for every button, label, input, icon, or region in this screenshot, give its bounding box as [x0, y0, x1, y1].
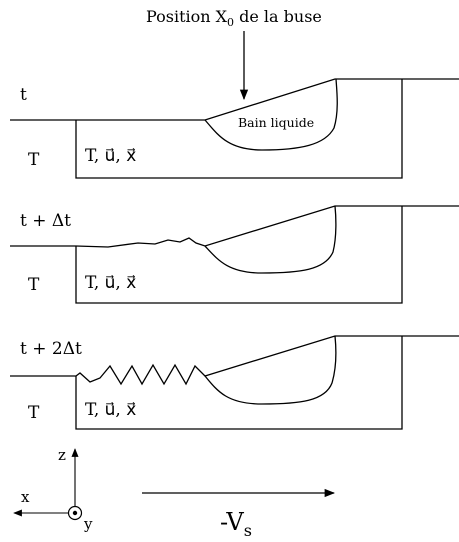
- velocity-label: -Vs: [220, 508, 252, 540]
- bath-label: Bain liquide: [238, 115, 314, 130]
- y-axis-dot: [73, 511, 77, 515]
- fields-label: T, u⃗, x⃗: [85, 146, 136, 166]
- surface-line: [10, 79, 459, 120]
- panel-time-label: t + 2Δt: [20, 339, 82, 359]
- region-label: T: [28, 275, 40, 295]
- region-label: T: [28, 403, 40, 423]
- panel-t-plus-2dt: t + 2Δt T T, u⃗, x⃗: [10, 336, 459, 429]
- z-axis-label: z: [58, 446, 66, 464]
- coordinate-axes: z x y: [14, 446, 93, 533]
- y-axis-label: y: [83, 515, 93, 533]
- surface-line: [10, 206, 459, 247]
- fields-label: T, u⃗, x⃗: [85, 273, 136, 293]
- panel-time-label: t + Δt: [20, 211, 71, 231]
- panel-t-plus-dt: t + Δt T T, u⃗, x⃗: [10, 206, 459, 303]
- region-label: T: [28, 150, 40, 170]
- fields-label: T, u⃗, x⃗: [85, 400, 136, 420]
- panel-t: t T T, u⃗, x⃗ Bain liquide: [10, 79, 459, 178]
- x-axis-label: x: [21, 488, 30, 506]
- nozzle-position-label: Position X0 de la buse: [146, 7, 322, 29]
- panel-time-label: t: [20, 85, 27, 105]
